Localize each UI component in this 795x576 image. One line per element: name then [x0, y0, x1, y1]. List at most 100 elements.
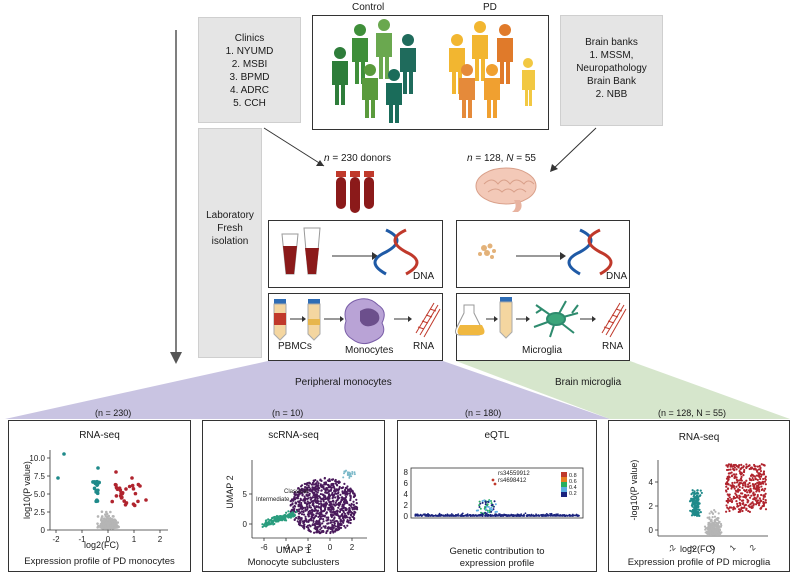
svg-text:0.4: 0.4	[569, 485, 577, 491]
data-point	[307, 520, 310, 524]
data-point	[726, 497, 730, 500]
data-point	[708, 512, 711, 515]
data-point	[718, 532, 722, 535]
data-point	[757, 468, 760, 471]
data-point	[481, 501, 484, 504]
data-point	[315, 490, 318, 493]
data-point	[756, 499, 760, 502]
data-point	[727, 479, 730, 482]
data-point	[346, 489, 350, 492]
data-point	[707, 521, 710, 525]
data-point	[96, 466, 100, 470]
arrow-brain-banks	[550, 127, 597, 172]
data-point	[706, 526, 709, 529]
data-point	[322, 529, 325, 533]
data-point	[736, 502, 739, 505]
data-point	[755, 490, 758, 493]
data-point	[99, 522, 103, 526]
data-point	[337, 496, 341, 500]
data-point	[343, 472, 346, 475]
data-point	[317, 512, 320, 515]
data-point	[311, 516, 314, 519]
data-point	[110, 499, 115, 504]
data-point	[510, 513, 513, 516]
data-point	[350, 502, 353, 506]
data-point	[319, 528, 322, 531]
data-point	[333, 517, 336, 520]
data-point	[296, 497, 300, 500]
data-point	[322, 520, 325, 523]
data-point	[325, 491, 329, 494]
data-point	[696, 513, 699, 516]
data-point	[757, 472, 760, 475]
data-point	[740, 499, 744, 502]
data-point	[724, 482, 728, 486]
data-point	[302, 490, 305, 493]
data-point	[744, 503, 747, 507]
laboratory-box: Laboratory Fresh isolation	[198, 128, 262, 358]
data-point	[691, 508, 694, 512]
data-point	[487, 511, 490, 514]
data-point	[338, 510, 342, 513]
data-point	[315, 482, 318, 485]
data-point	[725, 510, 728, 513]
data-point	[740, 479, 743, 482]
x-tick-label: -2	[666, 543, 678, 555]
data-point	[329, 519, 332, 522]
data-point	[319, 483, 322, 486]
data-point	[698, 502, 701, 505]
data-point	[762, 473, 765, 476]
data-point	[326, 522, 329, 525]
data-point	[311, 481, 315, 485]
data-point	[717, 512, 720, 515]
data-point	[696, 494, 699, 497]
data-point	[746, 491, 749, 494]
data-point	[735, 476, 738, 479]
pd-label: PD	[483, 2, 497, 13]
data-point	[715, 532, 718, 535]
data-point	[711, 516, 714, 519]
data-point	[414, 514, 417, 516]
dna-right-label: DNA	[606, 271, 628, 282]
data-point	[745, 465, 749, 468]
x-tick-label: 2	[350, 543, 355, 552]
data-point	[725, 464, 728, 467]
data-point	[315, 505, 318, 508]
data-point	[298, 500, 301, 503]
data-point	[726, 487, 730, 490]
data-point	[295, 516, 298, 519]
data-point	[739, 471, 742, 475]
data-point	[340, 486, 344, 490]
y-tick-label: 10.0	[29, 454, 45, 463]
data-point	[691, 499, 694, 503]
data-point	[138, 484, 142, 488]
data-point	[739, 492, 743, 495]
data-point	[292, 509, 295, 512]
brain-banks-item: Brain Bank	[587, 76, 636, 87]
data-point	[749, 478, 752, 482]
data-point	[272, 516, 275, 519]
data-point	[337, 480, 341, 483]
data-point	[332, 524, 335, 527]
data-point	[718, 529, 722, 532]
data-point	[295, 508, 299, 511]
data-point	[752, 494, 755, 497]
data-point	[445, 514, 448, 517]
data-point	[92, 486, 97, 491]
data-point	[739, 481, 742, 485]
data-point	[320, 526, 323, 530]
data-point	[297, 523, 301, 526]
brain-banks-item: Neuropathology	[576, 63, 647, 74]
data-point	[757, 488, 761, 491]
data-point	[274, 519, 278, 523]
data-point	[754, 468, 757, 471]
data-point	[703, 525, 707, 528]
data-point	[746, 498, 749, 501]
data-point	[300, 513, 304, 516]
data-point	[459, 515, 462, 517]
panel4-ylabel: -log10(P value)	[629, 459, 639, 521]
data-point	[355, 502, 358, 505]
data-point	[270, 522, 273, 525]
data-point	[297, 490, 300, 493]
data-point	[742, 481, 746, 484]
